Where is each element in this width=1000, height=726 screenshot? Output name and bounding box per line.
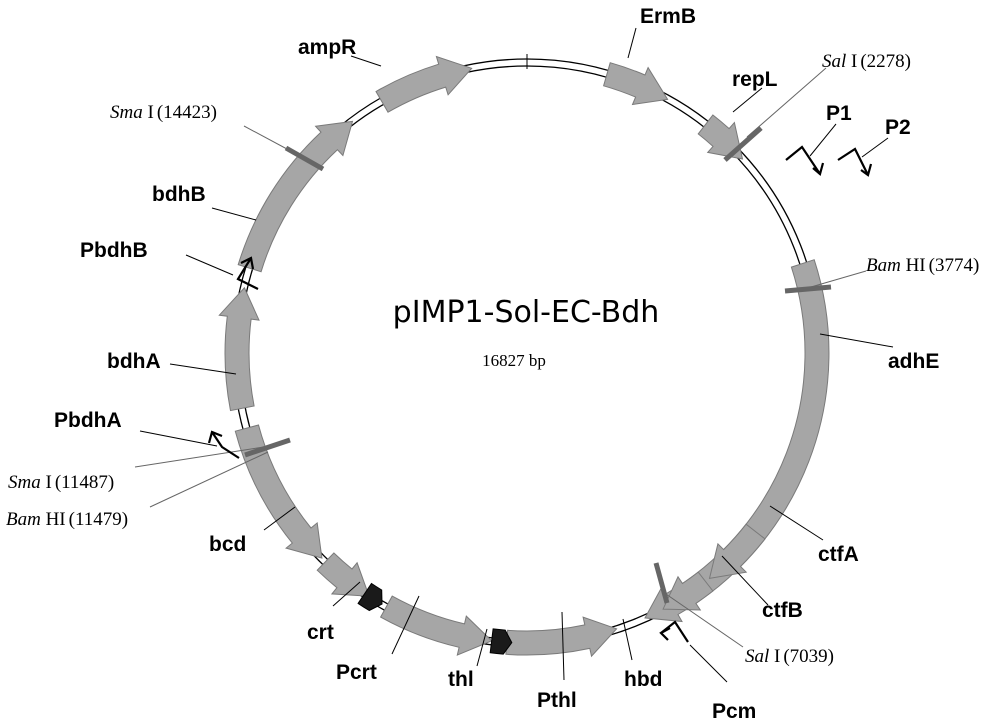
site-leader-sal1 <box>746 67 827 138</box>
leader-p2 <box>861 137 889 158</box>
promoter-labels: P1 P2 Pcm Pthl Pcrt PbdhA PbdhB <box>54 102 911 723</box>
gene-label-ctfa: ctfA <box>818 543 859 566</box>
gene-arrow-bdha[interactable] <box>218 286 260 412</box>
promoter-arrow-pcm[interactable] <box>659 620 689 643</box>
leader-ermb <box>627 27 637 59</box>
promoter-arrow-pbdhb[interactable] <box>236 256 259 290</box>
leader-bdha <box>169 363 237 375</box>
site-label-sma1: Sma I(11487) <box>8 472 114 493</box>
leader-p1 <box>809 123 837 157</box>
site-label-sal2: Sal I(7039) <box>745 646 834 667</box>
promoter-label-pcrt: Pcrt <box>336 661 377 684</box>
gene-arrow-repl[interactable] <box>697 114 744 160</box>
leader-ctfa <box>769 505 824 541</box>
gene-arrow-crt[interactable] <box>316 552 370 597</box>
cut-mark-sal1[interactable] <box>723 126 763 162</box>
plasmid-name: pIMP1-Sol-EC-Bdh <box>393 295 660 330</box>
gene-label-thl: thl <box>448 668 474 691</box>
leader-ampr <box>350 55 382 67</box>
gene-label-bdhb: bdhB <box>152 183 206 206</box>
promoter-label-pbdha: PbdhA <box>54 409 122 432</box>
leader-adhe <box>819 333 894 348</box>
leader-repl <box>732 87 763 113</box>
gene-arrow-ampr[interactable] <box>375 55 473 113</box>
site-leader-bam1 <box>810 270 867 288</box>
gene-label-adhe: adhE <box>888 350 939 373</box>
leader-bcd <box>263 506 296 531</box>
gene-arrows <box>218 55 830 658</box>
plasmid-size: 16827 bp <box>482 351 546 370</box>
promoter-label-p1: P1 <box>826 102 852 125</box>
site-leaders <box>134 67 867 648</box>
promoter-box-pthl[interactable] <box>489 628 513 655</box>
gene-arrow-bcd[interactable] <box>234 424 323 559</box>
leader-pcrt <box>391 595 420 655</box>
leader-pthl <box>561 611 565 681</box>
cut-mark-bam1[interactable] <box>784 284 832 294</box>
gene-label-bdha: bdhA <box>107 350 161 373</box>
site-leader-sal2 <box>662 591 744 648</box>
promoter-arrow-pbdha[interactable] <box>207 430 240 459</box>
leader-bdhb <box>211 207 257 221</box>
gene-arrow-thl[interactable] <box>379 595 493 656</box>
site-label-sma2: Sma I(14423) <box>110 102 217 123</box>
promoter-box-pcrt[interactable] <box>357 582 383 612</box>
site-label-bam2: Bam HI(11479) <box>6 509 128 530</box>
site-leader-sma2 <box>243 125 301 157</box>
promoter-label-pcm: Pcm <box>712 700 756 723</box>
gene-label-repl: repL <box>732 68 778 91</box>
leader-hbd <box>622 618 633 661</box>
promoter-arrow-p2[interactable] <box>837 147 873 177</box>
site-label-sal1: Sal I(2278) <box>822 51 911 72</box>
gene-label-hbd: hbd <box>624 668 662 691</box>
gene-labels: ErmB repL adhE ctfA ctfB hbd thl crt bcd… <box>107 5 939 691</box>
leader-crt <box>332 581 361 607</box>
cut-mark-smabam[interactable] <box>244 437 291 458</box>
gene-arrow-ctfa[interactable] <box>708 523 766 580</box>
promoter-label-pbdhb: PbdhB <box>80 239 148 262</box>
promoter-label-p2: P2 <box>885 116 911 139</box>
gene-arrow-hbd[interactable] <box>505 616 618 658</box>
gene-label-ampr: ampR <box>298 36 356 59</box>
gene-arrow-ermb[interactable] <box>602 62 669 106</box>
promoter-label-pthl: Pthl <box>537 689 577 712</box>
gene-leaders <box>139 27 894 681</box>
leader-pcm <box>689 644 728 683</box>
gene-label-ctfb: ctfB <box>762 599 803 622</box>
site-label-bam1: Bam HI(3774) <box>866 255 979 276</box>
gene-arrow-bdhb[interactable] <box>237 120 354 273</box>
site-leader-bam2 <box>149 451 269 508</box>
cut-mark-sal2[interactable] <box>653 562 670 604</box>
promoter-arrows <box>207 123 889 683</box>
leader-ctfb <box>721 555 769 606</box>
site-leader-sma1 <box>134 445 271 468</box>
site-labels: Sal I(2278) Bam HI(3774) Sal I(7039) Sma… <box>6 51 979 667</box>
gene-label-ermb: ErmB <box>640 5 696 28</box>
gene-label-bcd: bcd <box>209 533 246 556</box>
gene-label-crt: crt <box>307 621 334 644</box>
leader-thl <box>476 628 488 667</box>
promoter-arrow-p1[interactable] <box>785 145 825 176</box>
leader-pbdhb <box>185 254 234 276</box>
leader-pbdha <box>139 430 218 447</box>
